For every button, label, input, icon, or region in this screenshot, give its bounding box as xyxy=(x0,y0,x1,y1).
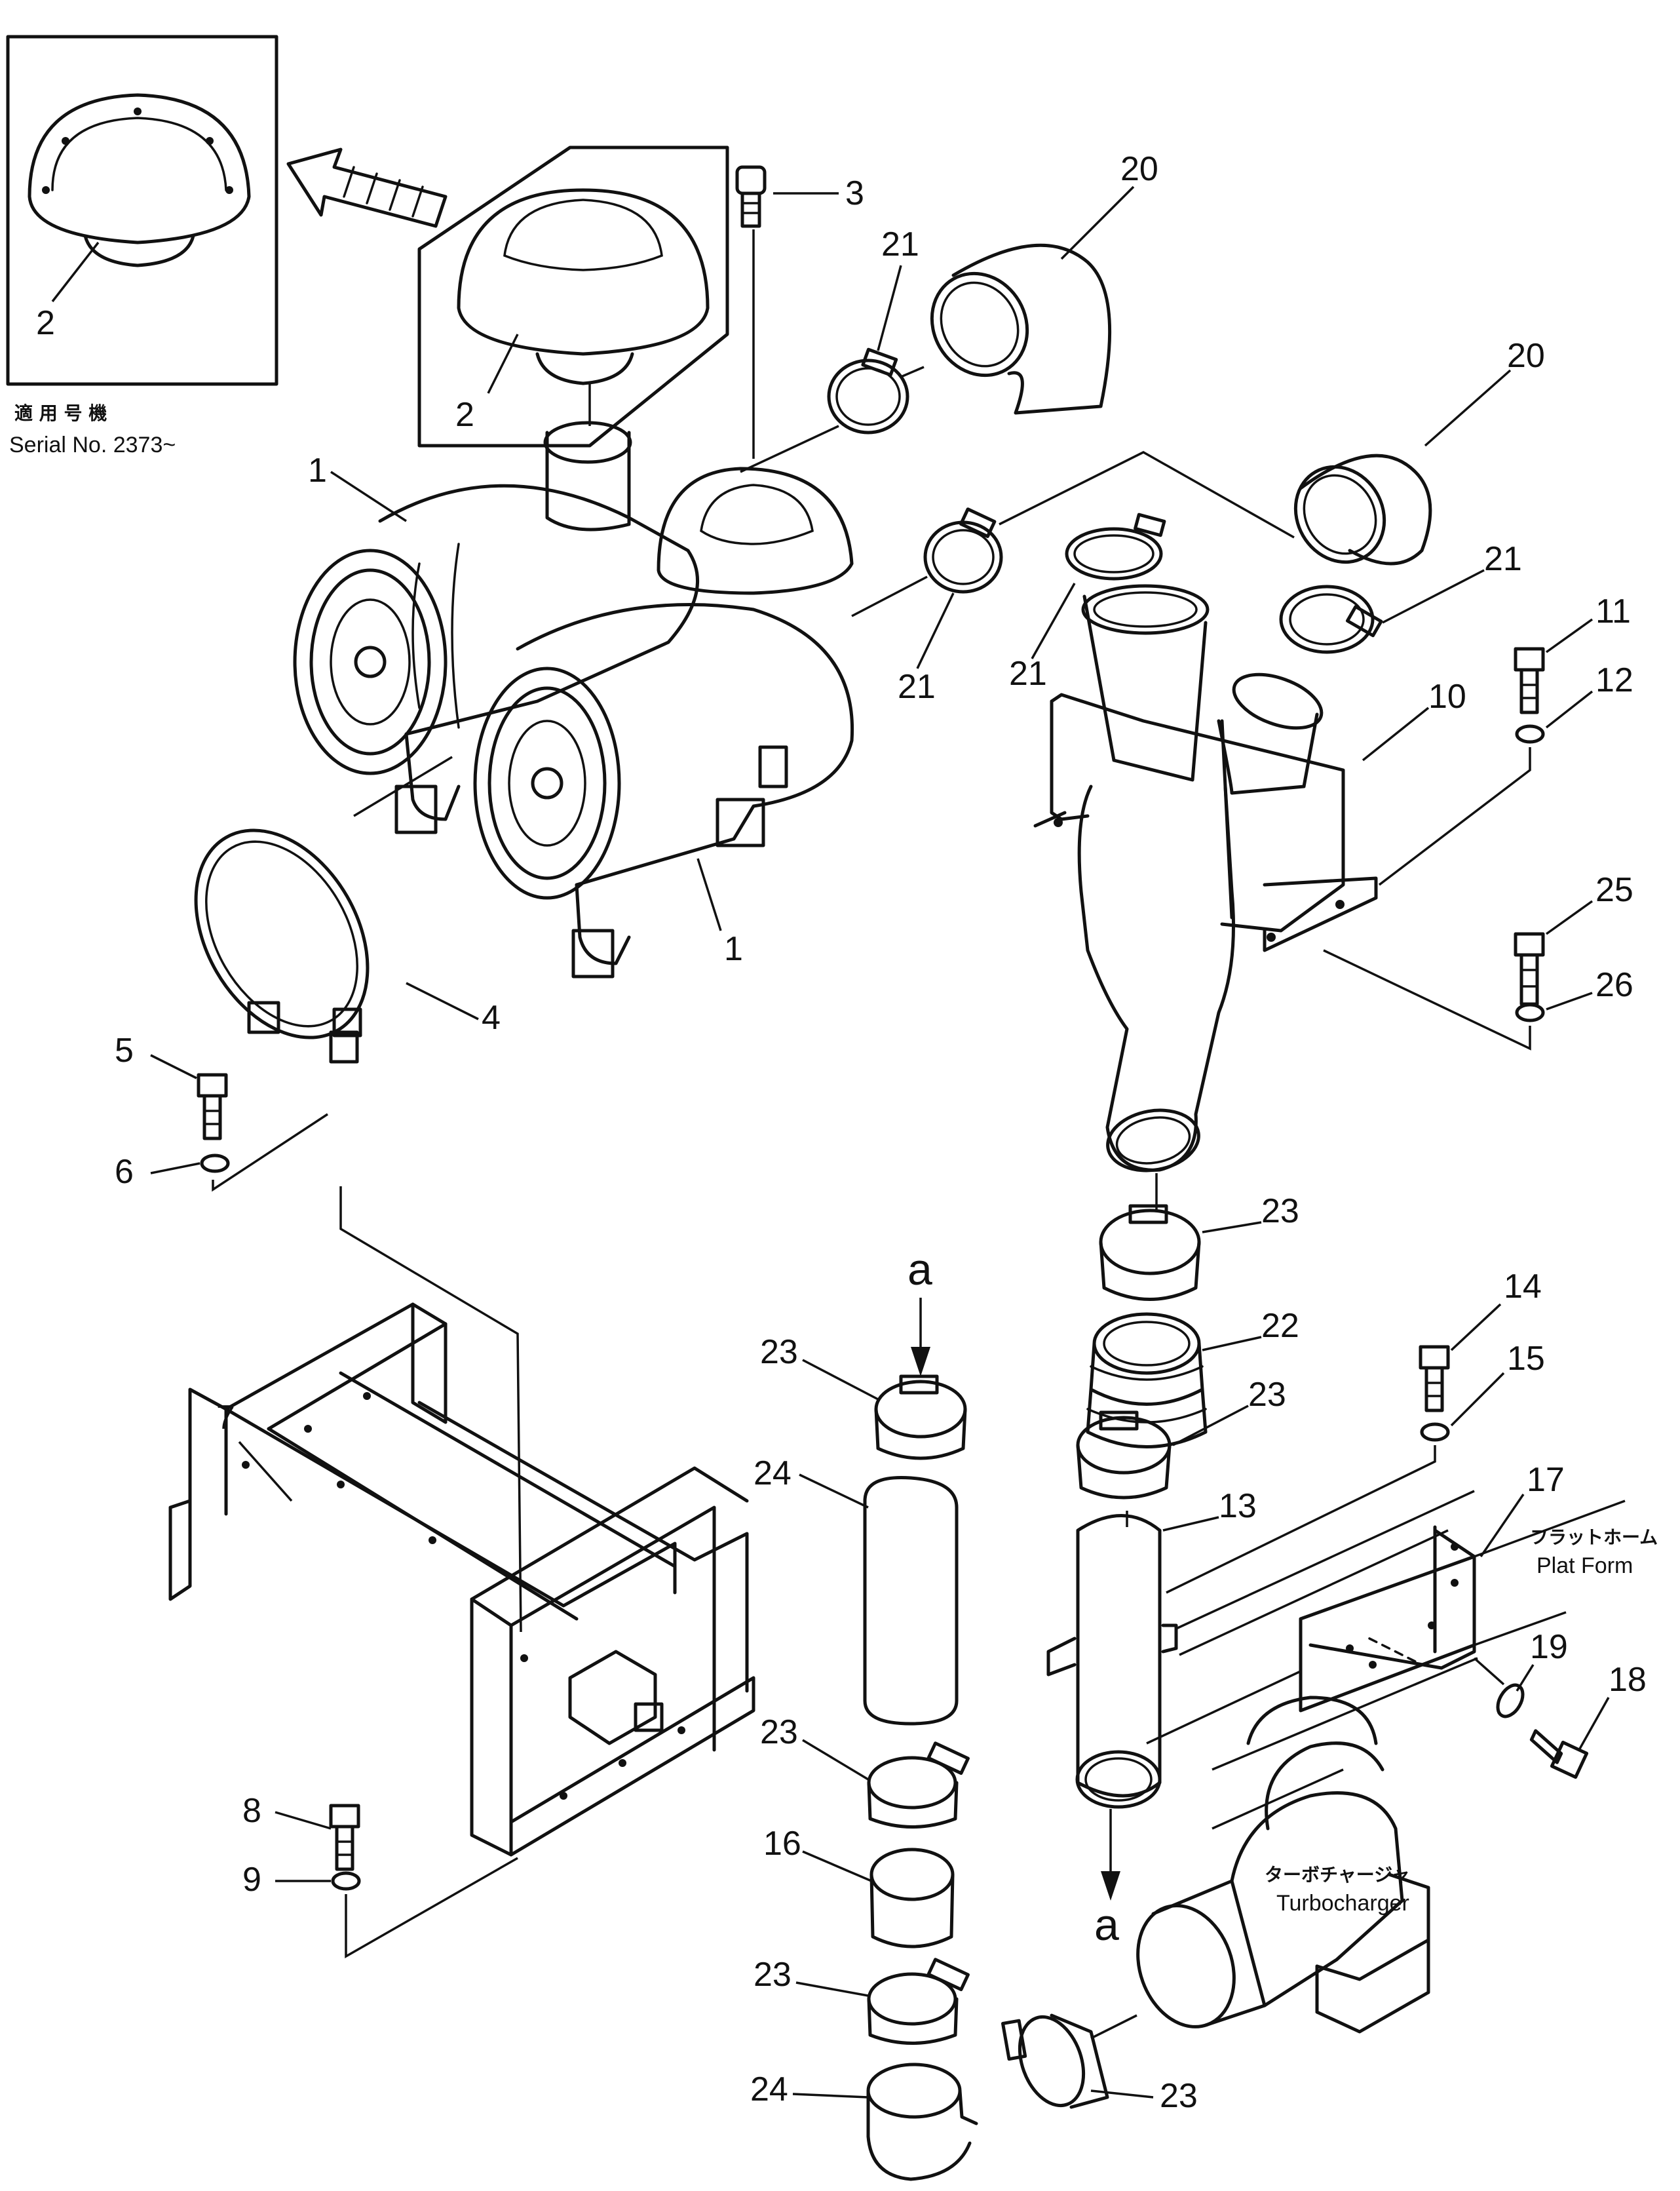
callout-23-c: 23 xyxy=(760,1333,798,1371)
callout-5: 5 xyxy=(115,1032,134,1070)
hose-clamp-23a xyxy=(1099,1204,1201,1301)
intake-duct xyxy=(1033,584,1378,1173)
callout-21-d: 21 xyxy=(1484,540,1522,578)
bolt-icon-8 xyxy=(329,1804,360,1871)
coupling-22 xyxy=(1086,1312,1208,1448)
callout-13: 13 xyxy=(1219,1487,1257,1525)
marker-a-upper: a xyxy=(907,1245,932,1294)
callout-19: 19 xyxy=(1530,1628,1568,1666)
callout-1-rear: 1 xyxy=(308,452,327,490)
callout-4: 4 xyxy=(482,999,501,1037)
callout-21-a: 21 xyxy=(881,225,919,263)
bolt-icon xyxy=(197,1073,228,1140)
callout-24-b: 24 xyxy=(750,2070,788,2108)
bolt-icon-11 xyxy=(1514,647,1545,714)
washer-icon-26 xyxy=(1515,1003,1545,1022)
serial-label-jp: 適 用 号 機 xyxy=(14,402,107,424)
bolt-icon-25 xyxy=(1514,932,1545,1006)
platform-bracket xyxy=(1299,1525,1476,1713)
callout-10: 10 xyxy=(1428,678,1466,716)
precleaner-frame: 2 xyxy=(417,145,729,448)
band-clamp-icon xyxy=(194,828,370,1064)
callout-23-f: 23 xyxy=(1160,2077,1198,2115)
washer-icon-12 xyxy=(1515,724,1545,744)
callout-6: 6 xyxy=(115,1153,134,1191)
hose-24-straight xyxy=(863,1475,959,1726)
callout-22: 22 xyxy=(1261,1307,1299,1345)
callout-20-lower: 20 xyxy=(1507,337,1545,375)
callout-24-a: 24 xyxy=(754,1454,792,1492)
turbo-label: Turbocharger xyxy=(1276,1891,1409,1916)
plug-icon xyxy=(735,165,767,459)
callout-1-front: 1 xyxy=(724,930,743,968)
hose-clamp-23c xyxy=(874,1374,967,1460)
callout-2: 2 xyxy=(455,396,474,434)
callout-14: 14 xyxy=(1504,1268,1542,1306)
support-bracket xyxy=(168,1302,755,1857)
bolt-icon-18 xyxy=(1529,1729,1589,1779)
pipe-13 xyxy=(1046,1514,1178,1809)
callout-23-e: 23 xyxy=(754,1956,792,1994)
arrow-down-icon-2 xyxy=(911,1347,930,1376)
callout-9: 9 xyxy=(242,1861,261,1899)
inset-box: 2 xyxy=(6,35,278,386)
callout-17: 17 xyxy=(1527,1461,1565,1499)
hose-clamp-23f xyxy=(1001,2013,1109,2109)
hose-clamp-21a xyxy=(827,347,909,435)
hatched-arrow-icon xyxy=(286,147,448,228)
hose-24-elbow xyxy=(866,2063,978,2181)
callout-26: 26 xyxy=(1595,966,1633,1004)
callout-15: 15 xyxy=(1507,1340,1545,1378)
callout-23-a: 23 xyxy=(1261,1192,1299,1230)
turbo-label-jp: ターボチャージャ xyxy=(1265,1864,1410,1886)
precleaner-cap-icon xyxy=(28,93,251,267)
callout-3: 3 xyxy=(845,174,864,212)
callout-12: 12 xyxy=(1595,661,1633,699)
washer-icon xyxy=(200,1154,230,1173)
air-cleaner-front xyxy=(473,467,854,979)
hose-clamp-21b xyxy=(923,507,1003,594)
elbow-upper xyxy=(930,243,1112,415)
hose-clamp-21c xyxy=(1065,513,1166,581)
hose-clamp-21d xyxy=(1279,585,1383,654)
platform-label-jp: フラットホーム xyxy=(1530,1526,1658,1548)
callout-23-b: 23 xyxy=(1248,1376,1286,1414)
platform-label: Plat Form xyxy=(1537,1553,1633,1578)
callout-18: 18 xyxy=(1609,1661,1647,1699)
callout-20-upper: 20 xyxy=(1120,150,1158,188)
sleeve-16 xyxy=(869,1848,955,1949)
air-cleaner-rear xyxy=(293,421,699,834)
callout-25: 25 xyxy=(1595,871,1633,909)
callout-2-inset: 2 xyxy=(36,304,55,342)
callout-16: 16 xyxy=(763,1825,801,1863)
washer-icon-15 xyxy=(1420,1422,1450,1442)
bolt-icon-14 xyxy=(1419,1345,1450,1412)
callout-7: 7 xyxy=(216,1399,235,1437)
hose-clamp-23e xyxy=(867,1958,970,2045)
washer-icon-19 xyxy=(1496,1683,1525,1718)
washer-icon-9 xyxy=(331,1871,361,1891)
marker-a-lower: a xyxy=(1094,1900,1119,1950)
serial-label: Serial No. 2373~ xyxy=(9,433,176,457)
hose-clamp-23b xyxy=(1076,1410,1172,1500)
callout-21-c: 21 xyxy=(1009,655,1047,693)
turbocharger xyxy=(1136,1696,1430,2034)
callout-8: 8 xyxy=(242,1792,261,1830)
arrow-down-icon xyxy=(1101,1871,1120,1901)
hose-clamp-23d xyxy=(867,1741,970,1829)
elbow-lower xyxy=(1293,454,1432,566)
callout-23-d: 23 xyxy=(760,1713,798,1751)
callout-11: 11 xyxy=(1595,592,1631,630)
callout-21-b: 21 xyxy=(898,668,936,706)
